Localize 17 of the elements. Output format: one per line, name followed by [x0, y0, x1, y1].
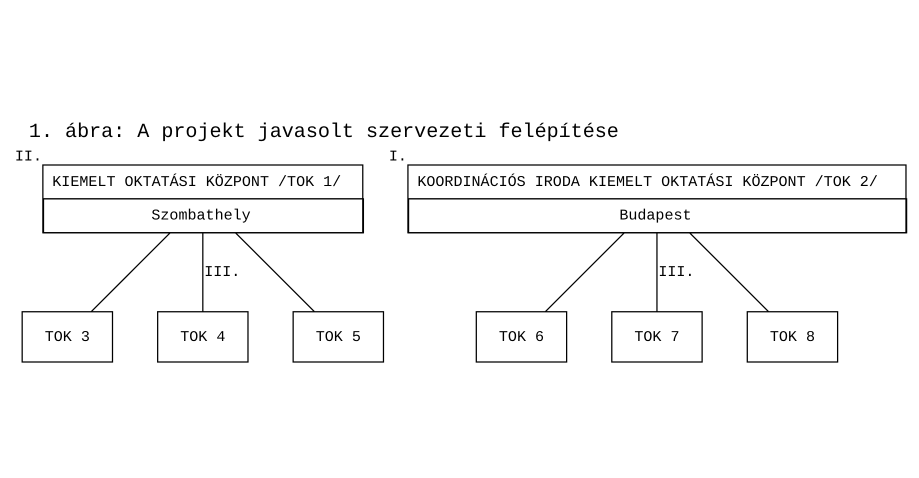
node-box: TOK 8 — [746, 311, 838, 363]
node-box: TOK 6 — [475, 311, 567, 363]
node-box: TOK 4 — [156, 311, 248, 363]
node-label: I. — [388, 148, 406, 166]
edge-label: III. — [204, 263, 240, 282]
node-box: TOK 7 — [610, 311, 702, 363]
edge-label: III. — [658, 263, 694, 282]
connector — [688, 232, 768, 312]
connector — [202, 232, 203, 312]
connector — [656, 232, 658, 312]
connector — [90, 232, 170, 312]
node-box: TOK 5 — [292, 311, 384, 363]
connector — [234, 232, 314, 312]
node-box: TOK 3 — [21, 311, 113, 363]
node-label: II. — [14, 148, 42, 166]
connector — [544, 232, 624, 312]
diagram-title: 1. ábra: A projekt javasolt szervezeti felépítése — [28, 121, 618, 144]
